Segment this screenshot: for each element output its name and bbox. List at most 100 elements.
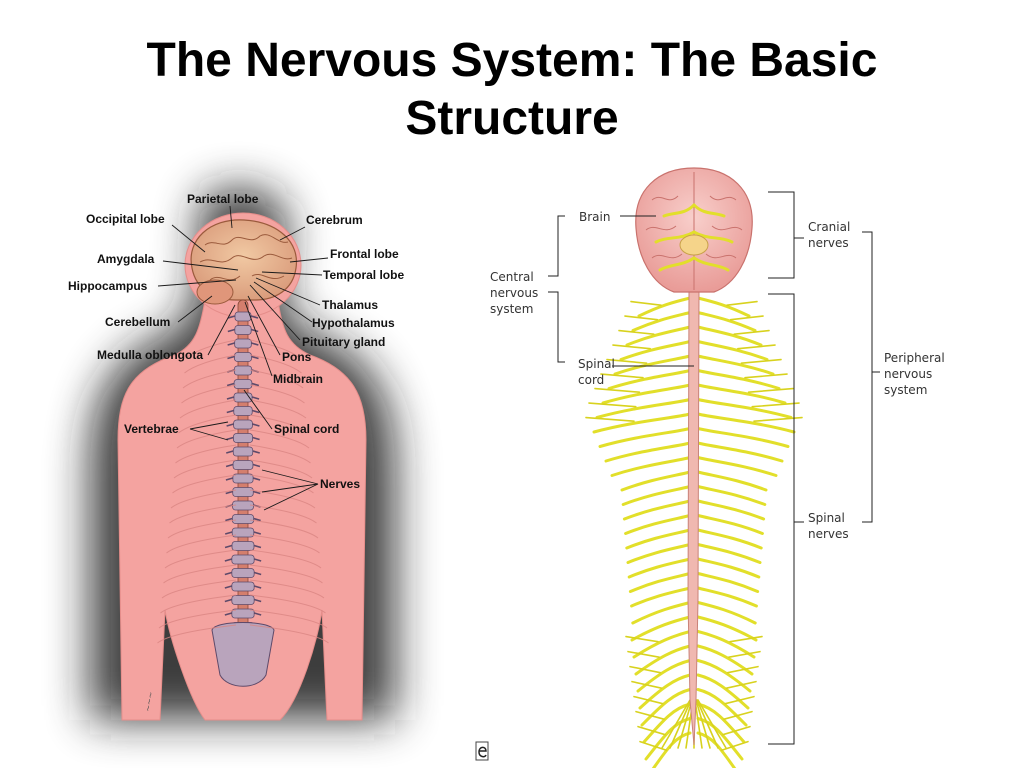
cauda-equina-strand xyxy=(696,699,719,749)
spinal-nerve-right xyxy=(696,688,748,727)
label-brain: Brain xyxy=(579,210,610,224)
body-nerve xyxy=(164,549,237,569)
cauda-equina-strand xyxy=(677,699,693,749)
body-nerve xyxy=(175,444,237,464)
body-nerve xyxy=(249,504,317,524)
vertebra-process xyxy=(226,423,260,427)
spinal-nerve-left xyxy=(613,354,692,376)
body-nerve xyxy=(158,609,237,629)
nerve-plexus-branch xyxy=(585,416,635,422)
nerve-plexus-branch xyxy=(627,650,660,658)
vertebra-process xyxy=(224,585,262,589)
nerve-plexus-branch xyxy=(637,725,666,736)
spinal-nerve-right xyxy=(696,528,763,550)
vertebra-process xyxy=(224,571,262,576)
spinal-nerve-right xyxy=(696,398,793,419)
body-nerve xyxy=(249,369,304,389)
spinal-nerve-right xyxy=(696,311,757,332)
right-figure: Brain Central nervous system Spinal cord… xyxy=(490,167,945,768)
nerve-plexus-branch xyxy=(588,402,637,408)
body-nerve xyxy=(185,339,237,359)
vertebra xyxy=(234,311,252,322)
vertebra-process xyxy=(227,328,259,333)
label-central-line-3: system xyxy=(490,302,533,316)
spinal-nerve-left xyxy=(598,427,692,448)
vertebra xyxy=(232,446,254,457)
spinal-nerve-right xyxy=(696,586,758,608)
body-nerve xyxy=(184,354,237,374)
nerve-plexus-branch xyxy=(625,635,659,643)
nerve-plexus-branch xyxy=(606,358,648,364)
label-amygdala: Amygdala xyxy=(97,252,155,266)
label-vertebrae: Vertebrae xyxy=(124,422,179,436)
label-thalamus: Thalamus xyxy=(322,298,378,312)
cauda-equina-strand xyxy=(695,699,711,749)
body-nerve xyxy=(249,519,319,539)
spinal-nerve-left xyxy=(631,311,692,332)
label-midbrain: Midbrain xyxy=(273,372,323,386)
label-spinal-cord-line-2: cord xyxy=(578,373,604,387)
vertebra xyxy=(232,460,254,470)
vertebra-process xyxy=(227,315,259,319)
spinal-nerve-right xyxy=(696,456,778,477)
vertebra xyxy=(234,325,252,335)
label-temporal-lobe: Temporal lobe xyxy=(323,268,404,282)
label-peripheral-line-1: Peripheral xyxy=(884,351,945,365)
nerve-plexus-branch xyxy=(624,315,659,321)
body-nerve xyxy=(249,564,323,584)
spinal-nerve-left xyxy=(640,688,692,727)
body-nerve xyxy=(160,594,237,614)
left-leader-lines xyxy=(157,205,329,511)
spinal-nerve-right xyxy=(696,557,761,579)
vertebra-process xyxy=(224,531,262,535)
spinal-nerve-left xyxy=(601,383,692,405)
spinal-nerve-right xyxy=(696,601,757,625)
spinal-nerve-right xyxy=(696,325,763,347)
body-nerve xyxy=(170,489,237,509)
label-spinal-cord-line-1: Spinal xyxy=(578,357,615,371)
spinal-nerve-right xyxy=(696,427,790,448)
body-nerve xyxy=(176,429,237,449)
body-nerve xyxy=(249,594,326,614)
vertebra-process xyxy=(226,450,260,454)
nerve-plexus-branch xyxy=(744,373,788,379)
right-spinal-cord xyxy=(687,289,700,746)
body-nerve xyxy=(249,579,325,599)
nerve-plexus-branch xyxy=(722,725,751,736)
left-figure: ~~~ Parietal lobe Occipital lo xyxy=(68,188,404,721)
vertebra xyxy=(231,595,255,605)
spinal-nerve-left xyxy=(630,586,692,608)
spinal-nerve-left xyxy=(607,369,692,390)
body-nerve xyxy=(178,414,237,434)
spinal-nerve-left xyxy=(627,557,692,579)
nerve-plexus-branch xyxy=(751,402,800,408)
cauda-equina-strand xyxy=(661,699,691,749)
nerve-plexus-branch xyxy=(747,387,794,393)
body-nerve xyxy=(249,399,307,419)
body-nerve xyxy=(182,369,237,389)
spinal-nerve-right xyxy=(696,543,762,564)
body-nerve xyxy=(249,444,311,464)
body-nerve xyxy=(169,504,237,524)
body-nerve xyxy=(249,609,328,629)
nerve-plexus-branch xyxy=(725,680,757,689)
spinal-nerve-left xyxy=(619,340,692,361)
spinal-nerve-right xyxy=(696,572,760,593)
cerebellum-shape xyxy=(196,279,234,305)
spinal-nerve-right xyxy=(696,673,750,710)
spinal-nerve-left xyxy=(634,644,692,676)
vertebra xyxy=(233,433,253,443)
vertebra xyxy=(233,406,253,416)
artist-signature: ~~~ xyxy=(143,691,155,712)
spinal-nerve-left xyxy=(637,296,692,318)
vertebra-process xyxy=(224,558,262,562)
label-cerebrum: Cerebrum xyxy=(306,213,363,227)
nerve-plexus-branch xyxy=(729,315,764,321)
spinal-nerve-left xyxy=(626,543,692,564)
spinal-nerve-left xyxy=(620,470,692,492)
cauda-equina-strand xyxy=(697,699,727,749)
body-nerve xyxy=(157,624,237,644)
brain-folds xyxy=(199,234,293,281)
vertebra xyxy=(233,379,253,389)
label-peripheral-line-3: system xyxy=(884,383,927,397)
